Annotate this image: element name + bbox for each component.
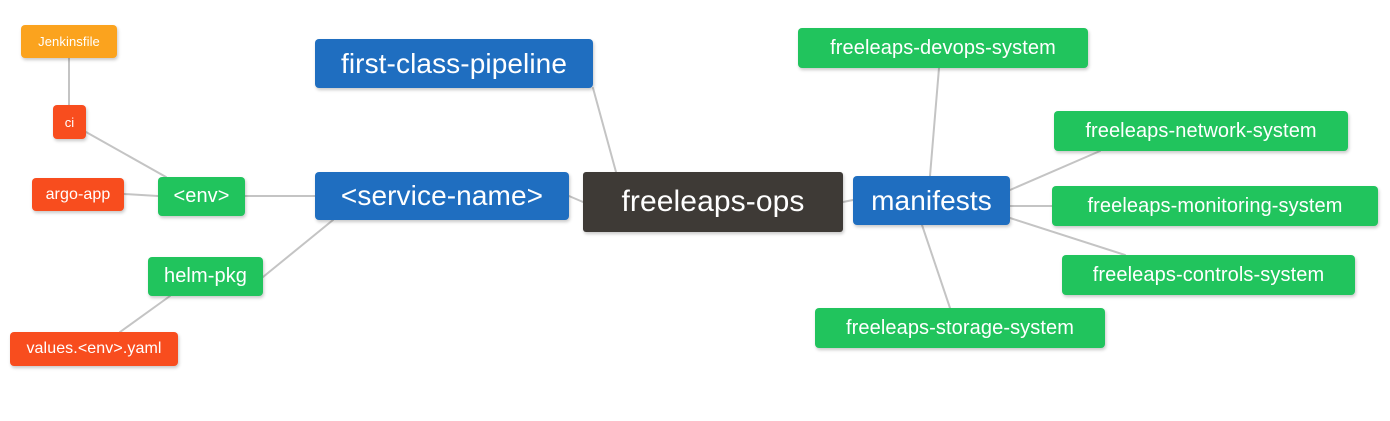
mindmap-node-storage[interactable]: freeleaps-storage-system [815,308,1105,348]
edge-root-to-service [568,195,584,203]
mindmap-node-argoapp[interactable]: argo-app [32,178,124,211]
edge-manifests-to-storage [921,224,951,309]
mindmap-node-devops[interactable]: freeleaps-devops-system [798,28,1088,68]
mindmap-node-root[interactable]: freeleaps-ops [583,172,843,232]
mindmap-node-service[interactable]: <service-name> [315,172,569,220]
mindmap-node-controls[interactable]: freeleaps-controls-system [1062,255,1355,295]
edge-env-to-ci [85,131,167,178]
edge-root-to-pipeline [592,87,617,173]
edge-manifests-to-network [1009,150,1101,191]
mindmap-node-helm[interactable]: helm-pkg [148,257,263,296]
mindmap-node-manifests[interactable]: manifests [853,176,1010,225]
edge-env-to-argoapp [123,193,159,197]
mindmap-node-jenkinsfile[interactable]: Jenkinsfile [21,25,117,58]
mindmap-node-monitoring[interactable]: freeleaps-monitoring-system [1052,186,1378,226]
edge-manifests-to-devops [929,67,940,177]
mindmap-node-env[interactable]: <env> [158,177,245,216]
edge-service-to-helm [262,219,334,278]
edge-helm-to-values [119,295,171,333]
mindmap-node-network[interactable]: freeleaps-network-system [1054,111,1348,151]
mindmap-node-values[interactable]: values.<env>.yaml [10,332,178,366]
mindmap-node-pipeline[interactable]: first-class-pipeline [315,39,593,88]
edge-root-to-manifests [842,199,854,203]
mindmap-node-ci[interactable]: ci [53,105,86,139]
